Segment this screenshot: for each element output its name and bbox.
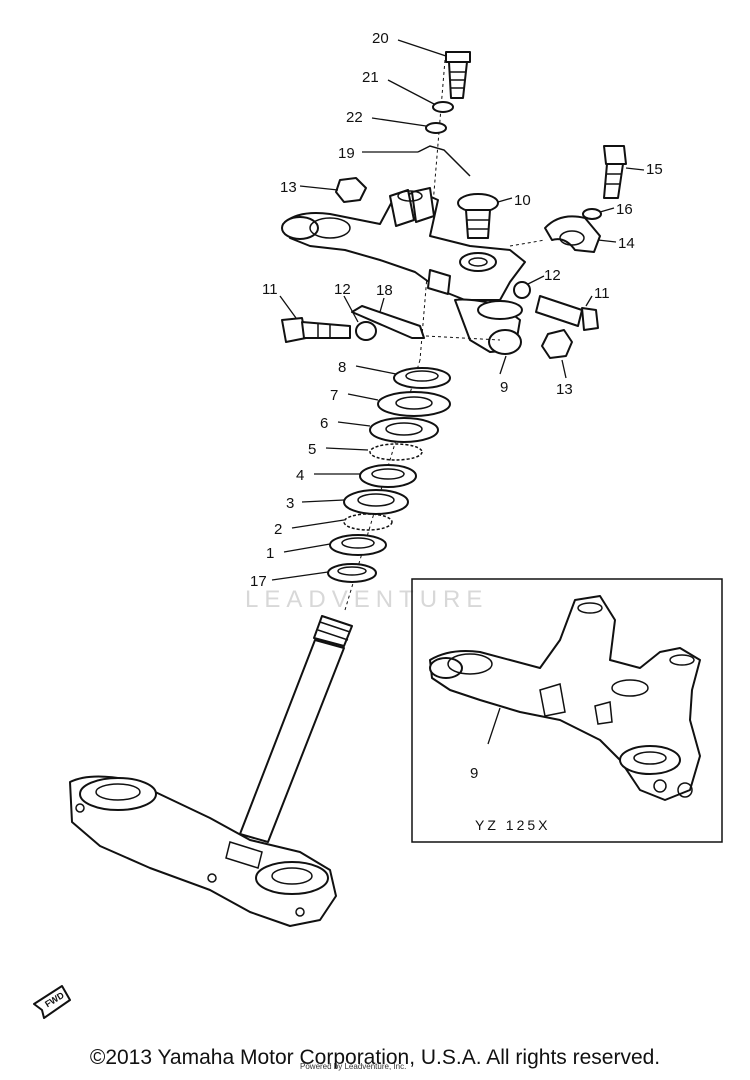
part-12-washer-left <box>355 321 377 341</box>
bolt-guide-line <box>425 335 501 341</box>
callout-14: 14 <box>618 235 635 252</box>
part-15-bolt <box>603 145 627 199</box>
part-5-ball-bearings <box>369 443 423 461</box>
inset-model-label: YZ 125X <box>475 817 550 833</box>
callout-13-upper: 13 <box>280 179 297 196</box>
part-6-dust-seal <box>369 417 439 443</box>
callout-21: 21 <box>362 69 379 86</box>
part-20-bolt <box>445 51 471 99</box>
callout-18: 18 <box>376 282 393 299</box>
clamp-guide-line <box>509 239 546 247</box>
part-11-pinch-bolt-left <box>281 317 351 343</box>
callouts: 20 21 22 19 13 10 15 16 14 12 11 11 12 1… <box>250 30 663 782</box>
fwd-arrow-icon: FWD <box>33 985 71 1019</box>
part-7-washer <box>377 391 451 417</box>
part-14-handlebar-clamp <box>544 215 601 253</box>
part-22-washer <box>425 122 447 134</box>
inset-frame <box>411 578 723 843</box>
callout-11-left: 11 <box>262 281 278 298</box>
callout-22: 22 <box>346 109 363 126</box>
part-9-inset-crown <box>429 595 701 801</box>
part-4-bearing-race <box>359 464 417 488</box>
leader-lines <box>271 39 645 745</box>
callout-19: 19 <box>338 145 355 162</box>
callout-8: 8 <box>338 359 346 376</box>
callout-10: 10 <box>514 192 531 209</box>
callout-6: 6 <box>320 415 328 432</box>
callout-11-right: 11 <box>594 285 610 302</box>
part-1-bearing-race <box>329 534 387 556</box>
part-lower-bracket <box>69 775 337 927</box>
part-12-washer-right <box>513 281 531 299</box>
part-11-pinch-bolt-right <box>535 295 599 331</box>
callout-17: 17 <box>250 573 267 590</box>
part-3-bearing-race <box>343 489 409 515</box>
part-steering-stem <box>239 615 353 843</box>
callout-1: 1 <box>266 545 274 562</box>
part-10-steering-nut <box>457 193 499 239</box>
callout-7: 7 <box>330 387 338 404</box>
callout-4: 4 <box>296 467 304 484</box>
callout-5: 5 <box>308 441 316 458</box>
callout-16: 16 <box>616 201 633 218</box>
part-16-washer <box>582 208 602 220</box>
callout-20: 20 <box>372 30 389 47</box>
callout-2: 2 <box>274 521 282 538</box>
callout-13-lower: 13 <box>556 381 573 398</box>
part-19-clip <box>417 145 471 177</box>
callout-9: 9 <box>500 379 508 396</box>
callout-12-right: 12 <box>544 267 561 284</box>
part-2-ball-bearings <box>343 513 393 531</box>
part-crown-upper-bracket <box>281 187 526 355</box>
callout-3: 3 <box>286 495 294 512</box>
part-17-seal <box>327 563 377 583</box>
callout-15: 15 <box>646 161 663 178</box>
part-13-nut-lower <box>541 329 573 359</box>
copyright-notice: ©2013 Yamaha Motor Corporation, U.S.A. A… <box>89 1046 661 1069</box>
watermark-text: LEADVENTURE <box>245 586 488 613</box>
powered-by-credit: Powered by Leadventure, Inc. <box>300 1062 407 1071</box>
callout-9-inset: 9 <box>470 765 478 782</box>
part-13-nut-upper <box>335 177 367 203</box>
callout-12-left: 12 <box>334 281 351 298</box>
part-21-washer <box>432 101 454 113</box>
part-18-lock-plate <box>351 305 425 339</box>
part-8-ring-nut <box>393 367 451 389</box>
